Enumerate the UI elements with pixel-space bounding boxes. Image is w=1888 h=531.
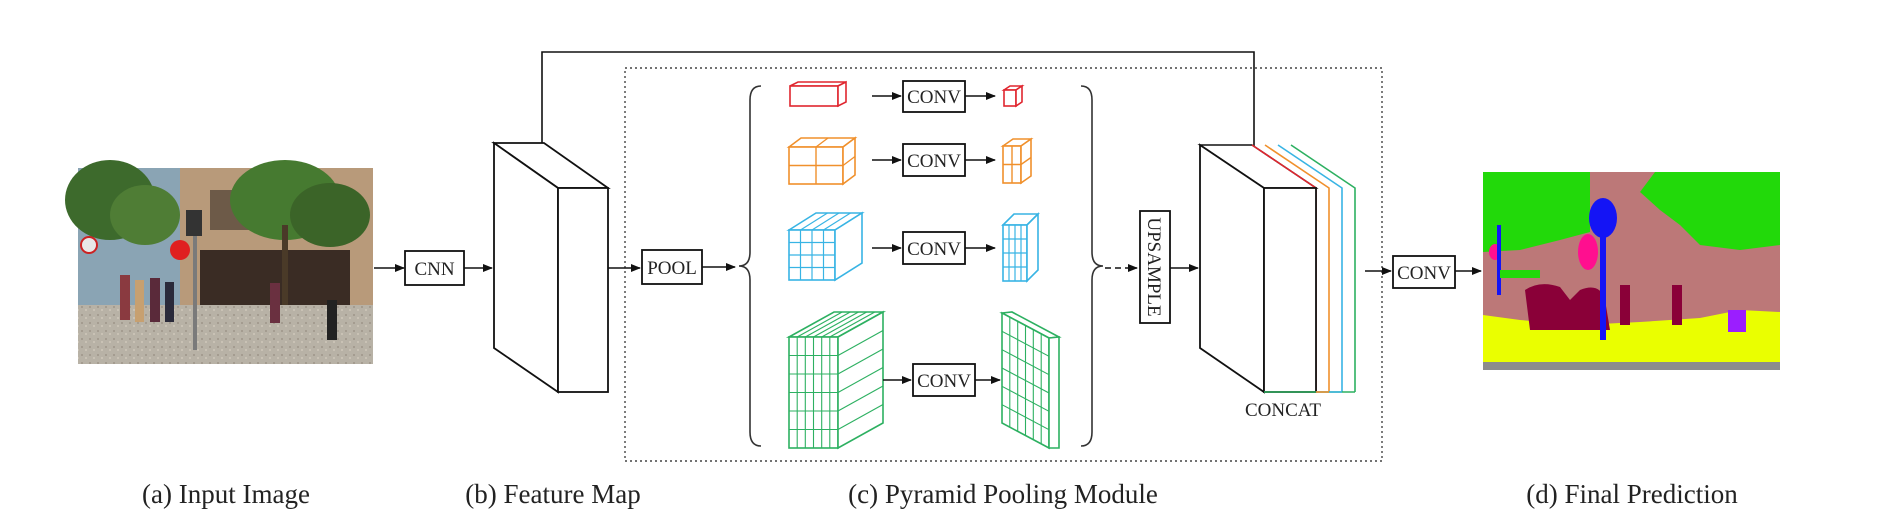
pyramid-level-3: CONV bbox=[786, 211, 1040, 283]
caption-final-prediction: (d) Final Prediction bbox=[1526, 479, 1738, 509]
cnn-label: CNN bbox=[414, 259, 454, 280]
left-brace bbox=[738, 85, 762, 447]
feature-map-cuboid bbox=[491, 141, 611, 394]
pyramid-level-2: CONV bbox=[786, 136, 1034, 186]
pool-op: POOL bbox=[641, 249, 703, 285]
conv-label-2: CONV bbox=[907, 151, 961, 172]
pyramid-level-1: CONV bbox=[789, 80, 1025, 113]
cnn-op: CNN bbox=[404, 250, 465, 286]
pool-label: POOL bbox=[647, 258, 697, 279]
conv-label-4: CONV bbox=[917, 371, 971, 392]
upsample-label: UPSAMPLE bbox=[1143, 217, 1164, 316]
final-prediction-image bbox=[1483, 172, 1780, 370]
final-conv-label: CONV bbox=[1397, 263, 1451, 284]
final-conv-op: CONV bbox=[1392, 255, 1456, 289]
pyramid-level-4: CONV bbox=[785, 310, 1062, 450]
caption-pyramid-pooling-module: (c) Pyramid Pooling Module bbox=[848, 479, 1158, 509]
right-brace bbox=[1080, 85, 1104, 447]
caption-feature-map: (b) Feature Map bbox=[465, 479, 640, 509]
input-image bbox=[65, 160, 373, 364]
skip-connection-arrow bbox=[541, 51, 1258, 159]
caption-input-image: (a) Input Image bbox=[142, 479, 310, 509]
conv-label-3: CONV bbox=[907, 239, 961, 260]
upsample-op: UPSAMPLE bbox=[1139, 210, 1171, 324]
concat-block bbox=[1197, 143, 1356, 394]
conv-label-1: CONV bbox=[907, 87, 961, 108]
concat-label: CONCAT bbox=[1245, 400, 1321, 421]
